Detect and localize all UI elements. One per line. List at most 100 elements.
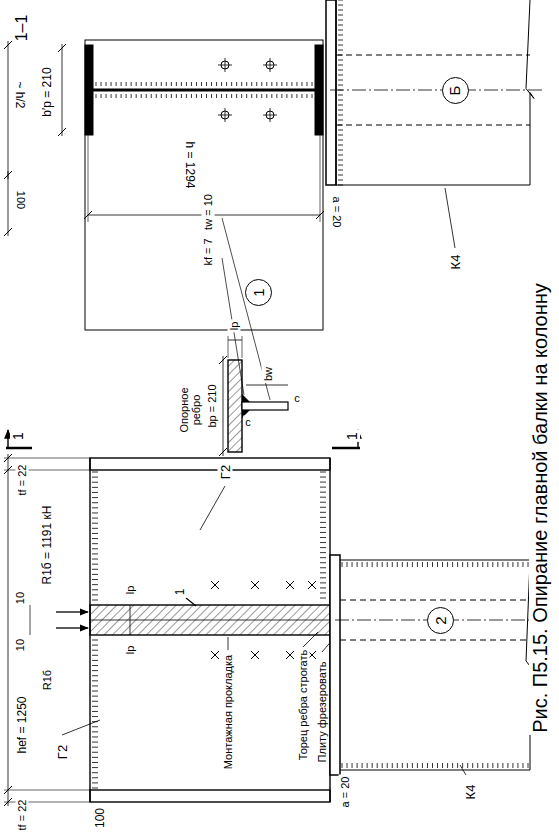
weld-tick [512,562,513,567]
dimension-line [130,605,131,635]
weld-tick [338,95,343,96]
page-number: 100 [93,806,107,830]
column-cap-plate [326,0,336,185]
dimension-line [8,41,9,179]
fillet-weld [242,394,250,418]
extension-line [4,790,90,791]
section-cut [6,447,32,450]
weld-tick [320,587,326,588]
weld-tick [347,562,348,567]
weld-tick [320,497,326,498]
centre-line [330,90,545,91]
weld-tick [206,82,207,86]
bearing-rib [228,360,242,452]
weld-tick [92,594,98,595]
weld-tick [338,85,343,86]
weld-tick [306,82,307,86]
weld-tick [241,82,242,86]
weld-tick [338,10,343,11]
weld-tick [151,94,152,98]
weld-tick [338,120,343,121]
weld-tick [320,542,326,543]
weld-tick [338,170,343,171]
weld-tick [422,763,423,768]
weld-tick [338,65,343,66]
column-hidden-line [336,55,530,56]
weld-tick [92,670,98,671]
weld-tick [92,559,98,560]
mark-text: Б [448,85,463,95]
detail-callout: 1 [245,279,272,306]
note: Монтажная прокладка [222,653,235,771]
weld-tick [191,82,192,86]
weld-tick [320,567,326,568]
weld-tick [467,763,468,768]
bolt-mark [211,581,219,589]
weld-tick [211,82,212,86]
weld-tick [320,482,326,483]
bolt-mark [308,581,316,589]
weld-tick [320,517,326,518]
weld-tick [92,747,98,748]
weld-tick [320,598,326,599]
weld-tick [320,492,326,493]
leader-line [460,765,466,775]
column-mark: К4 [448,253,463,272]
weld-tick [126,94,127,98]
weld-tick [312,94,313,98]
beam-mark: Г2 [55,743,70,761]
weld-tick [92,512,98,513]
weld-tick [507,562,508,567]
dimension: tf = 22 [16,463,29,498]
bolt-mark [211,651,219,659]
weld-tick [106,82,107,86]
weld-tick [92,782,98,783]
weld-tick [457,763,458,768]
weld-tick [141,82,142,86]
weld-tick [338,160,343,161]
arrow-line [56,611,88,612]
weld-tick [241,94,242,98]
dimension: tw = 10 [202,192,215,232]
dimension: b′p = 210 [40,65,54,118]
weld-tick [236,94,237,98]
bolt-mark [251,651,259,659]
weld-tick [497,562,498,567]
bolt-mark [211,651,219,659]
weld-tick [482,763,483,768]
weld-tick [301,94,302,98]
weld-tick [286,94,287,98]
weld-tick [338,5,343,6]
weld-tick [487,562,488,567]
weld-tick [412,763,413,768]
weld-tick [338,155,343,156]
bolt-symbol [225,58,226,72]
weld-tick [482,562,483,567]
weld-tick [166,94,167,98]
column-hidden-line [340,600,530,601]
weld-tick [312,82,313,86]
weld-tick [338,165,343,166]
weld-tick [161,94,162,98]
column-edge [336,184,530,185]
weld-tick [92,564,98,565]
weld-tick [92,757,98,758]
column-mark: К4 [463,783,478,802]
weld-tick [338,70,343,71]
weld-tick [92,502,98,503]
weld-tick [246,82,247,86]
weld-tick [92,553,98,554]
bearing-rib-and-shim [90,605,336,635]
weld-tick [92,788,98,789]
weld-tick [338,130,343,131]
weld-tick [320,477,326,478]
weld-tick [226,82,227,86]
weld-tick [320,557,326,558]
weld-tick [296,82,297,86]
note: Торец ребра строгать [297,648,310,762]
weld-tick [92,665,98,666]
weld-tick [320,502,326,503]
weld-tick [261,82,262,86]
weld-tick [320,547,326,548]
weld-tick [492,562,493,567]
